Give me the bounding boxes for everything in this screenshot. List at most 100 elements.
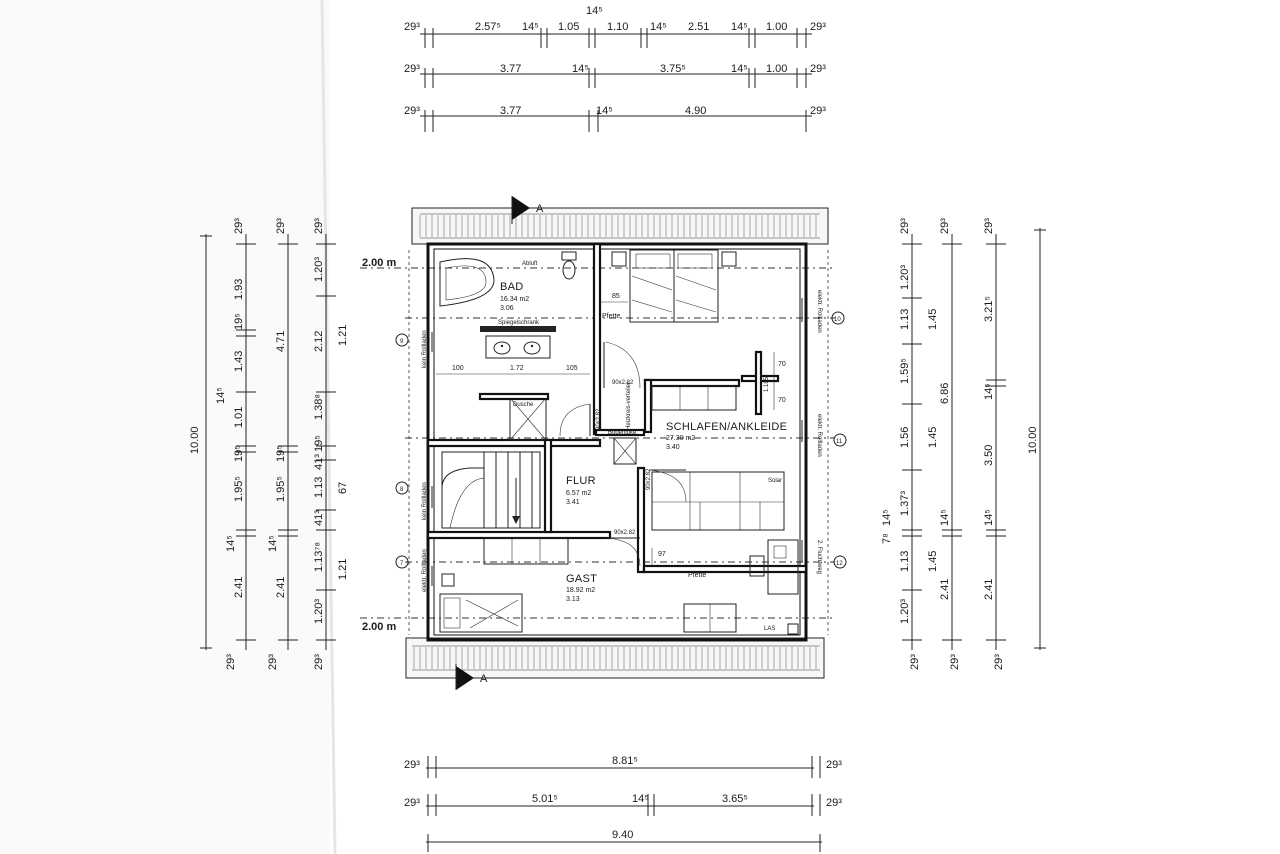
room-bad: BAD 16.34 m2 3.06 bbox=[500, 281, 529, 312]
room-schlafen-name: SCHLAFEN/ANKLEIDE bbox=[666, 421, 787, 433]
left-c3-f: 2.41 bbox=[275, 577, 287, 598]
label-heizung: Heizkreis-verteiler bbox=[626, 382, 632, 430]
room-schlafen-perimeter: 3.40 bbox=[666, 444, 680, 451]
top-r3-b: 3.77 bbox=[500, 105, 521, 117]
opening-2: 90x2.82 bbox=[596, 408, 602, 430]
right-c2-b: 1.45 bbox=[927, 309, 939, 330]
section-bottom-label: A bbox=[480, 673, 488, 685]
top-r1-e: 14⁵ bbox=[586, 5, 603, 17]
room-gast-perimeter: 3.13 bbox=[566, 596, 580, 603]
top-r2-b: 3.77 bbox=[500, 63, 521, 75]
marker-9: 9 bbox=[400, 339, 404, 345]
marker-11: 11 bbox=[836, 439, 843, 445]
shower bbox=[478, 392, 550, 441]
roof-outline bbox=[405, 207, 829, 679]
top-r1-c: 14⁵ bbox=[522, 21, 539, 33]
left-c5-c: 1.21 bbox=[337, 559, 349, 580]
label-pfette-bottom: Pfette bbox=[688, 572, 706, 579]
window-marks bbox=[431, 298, 803, 586]
nightstand-right bbox=[721, 251, 737, 267]
rollladen-left-mid: kein Rollladen bbox=[422, 482, 428, 520]
las-box bbox=[787, 623, 799, 635]
right-col-1-labels: 29³ 1.20³ 1.13 1.59⁵ 1.56 1.37³ 14⁵ 7⁸ 1… bbox=[881, 218, 921, 670]
small-sofa bbox=[683, 603, 737, 633]
double-bed bbox=[629, 249, 719, 323]
inner-172: 1.72 bbox=[510, 365, 524, 372]
room-flur-perimeter: 3.41 bbox=[566, 499, 580, 506]
right-c3-d: 3.50 bbox=[983, 445, 995, 466]
top-dimension-chains: 29³ 2.57⁵ 14⁵ 1.05 14⁵ 1.10 14⁵ 2.51 14⁵… bbox=[404, 5, 826, 132]
label-dusche: Dusche bbox=[513, 402, 534, 408]
door-swings bbox=[559, 341, 687, 567]
right-c1-f: 1.37³ bbox=[899, 491, 911, 516]
bottom-r2-a: 29³ bbox=[404, 797, 420, 809]
desk bbox=[749, 539, 799, 595]
right-c3-b: 3.21⁵ bbox=[983, 296, 995, 322]
right-dimension-columns bbox=[902, 228, 1046, 650]
opening-labels: 90x2.82 90x2.82 90x2.82 90x2.82 bbox=[596, 380, 652, 536]
room-gast: GAST 18.92 m2 3.13 bbox=[566, 573, 597, 603]
right-c3-c: 14⁵ bbox=[983, 383, 995, 400]
bodenluke bbox=[613, 437, 637, 465]
inner-dimensions: 85 100 1.72 105 70 70 97 1.185 bbox=[436, 293, 786, 566]
rollladen-right-top: elektr. Rollladen bbox=[816, 290, 822, 333]
right-c4-a: 10.00 bbox=[1027, 426, 1039, 454]
fluchtweg: 2. Fluchtweg bbox=[816, 540, 822, 574]
label-pfette-top: Pfette bbox=[602, 313, 620, 320]
top-r1-j: 1.00 bbox=[766, 21, 787, 33]
label-bodenluke: Bodenluke bbox=[608, 430, 637, 436]
left-c4-k: 29³ bbox=[313, 654, 325, 670]
nightstand-left bbox=[611, 251, 627, 267]
left-c2-g: 19⁵ bbox=[233, 445, 245, 462]
wardrobe-upper bbox=[651, 385, 737, 411]
inner-1185: 1.185 bbox=[764, 376, 770, 392]
marker-8: 8 bbox=[400, 487, 404, 493]
room-flur: FLUR 6.57 m2 3.41 bbox=[566, 475, 596, 506]
bottom-r2-b: 5.01⁵ bbox=[532, 793, 558, 805]
staircase bbox=[441, 451, 541, 529]
left-col-4-labels: 29³ 1.20³ 2.12 1.38⁸ 19⁵ 41³ 1.13 41³ 1.… bbox=[313, 218, 325, 670]
bottom-r2-e: 29³ bbox=[826, 797, 842, 809]
right-c1-c: 1.13 bbox=[899, 309, 911, 330]
left-c2-d: 1.43 bbox=[233, 351, 245, 372]
left-c4-c: 2.12 bbox=[313, 331, 325, 352]
top-r3-d: 4.90 bbox=[685, 105, 706, 117]
inner-70a: 70 bbox=[778, 361, 786, 368]
label-las: LAS bbox=[764, 626, 775, 632]
right-c2-h: 29³ bbox=[949, 654, 961, 670]
right-c2-f: 1.45 bbox=[927, 551, 939, 572]
shutter-labels: kein Rollladen kein Rollladen elektr. Ro… bbox=[422, 290, 822, 592]
inner-85: 85 bbox=[612, 293, 620, 300]
top-r1-f: 1.10 bbox=[607, 21, 628, 33]
double-washbasin bbox=[480, 326, 556, 359]
right-c2-a: 29³ bbox=[939, 218, 951, 234]
right-c2-e: 14⁵ bbox=[939, 509, 951, 526]
left-c4-h: 41³ bbox=[313, 510, 325, 526]
bottom-r2-c: 14⁵ bbox=[632, 793, 649, 805]
left-col-2-labels: 29³ 1.93 19⁵ 1.43 14⁵ 1.01 19⁵ 1.95⁵ 14⁵… bbox=[215, 218, 245, 670]
paper-shadow-left bbox=[0, 0, 330, 854]
rollladen-right-mid: elektr. Rollladen bbox=[816, 414, 822, 457]
left-c2-a: 29³ bbox=[233, 218, 245, 234]
right-c3-e: 14⁵ bbox=[983, 509, 995, 526]
left-c2-e: 14⁵ bbox=[215, 387, 227, 404]
top-r1-a: 29³ bbox=[404, 21, 420, 33]
left-c5-b: 67 bbox=[337, 482, 349, 494]
right-c1-d: 1.59⁵ bbox=[899, 358, 911, 384]
room-flur-area: 6.57 m2 bbox=[566, 490, 591, 497]
inner-100: 100 bbox=[452, 365, 464, 372]
marker-10: 10 bbox=[834, 317, 841, 323]
top-r1-k: 29³ bbox=[810, 21, 826, 33]
left-col-5-labels: 1.21 67 1.21 bbox=[337, 325, 349, 580]
top-r2-d: 3.75⁵ bbox=[660, 63, 686, 75]
left-c5-a: 1.21 bbox=[337, 325, 349, 346]
right-c1-i: 1.13 bbox=[899, 551, 911, 572]
left-col-3-labels: 29³ 4.71 19⁵ 1.95⁵ 14⁵ 2.41 29³ bbox=[267, 218, 287, 670]
opening-4: 90x2.82 bbox=[614, 530, 636, 536]
bathtub bbox=[439, 258, 495, 307]
left-c4-b: 1.20³ bbox=[313, 257, 325, 282]
left-c3-b: 4.71 bbox=[275, 331, 287, 352]
room-bad-perimeter: 3.06 bbox=[500, 305, 514, 312]
top-r3-a: 29³ bbox=[404, 105, 420, 117]
paper-bottom-right bbox=[1060, 740, 1280, 854]
